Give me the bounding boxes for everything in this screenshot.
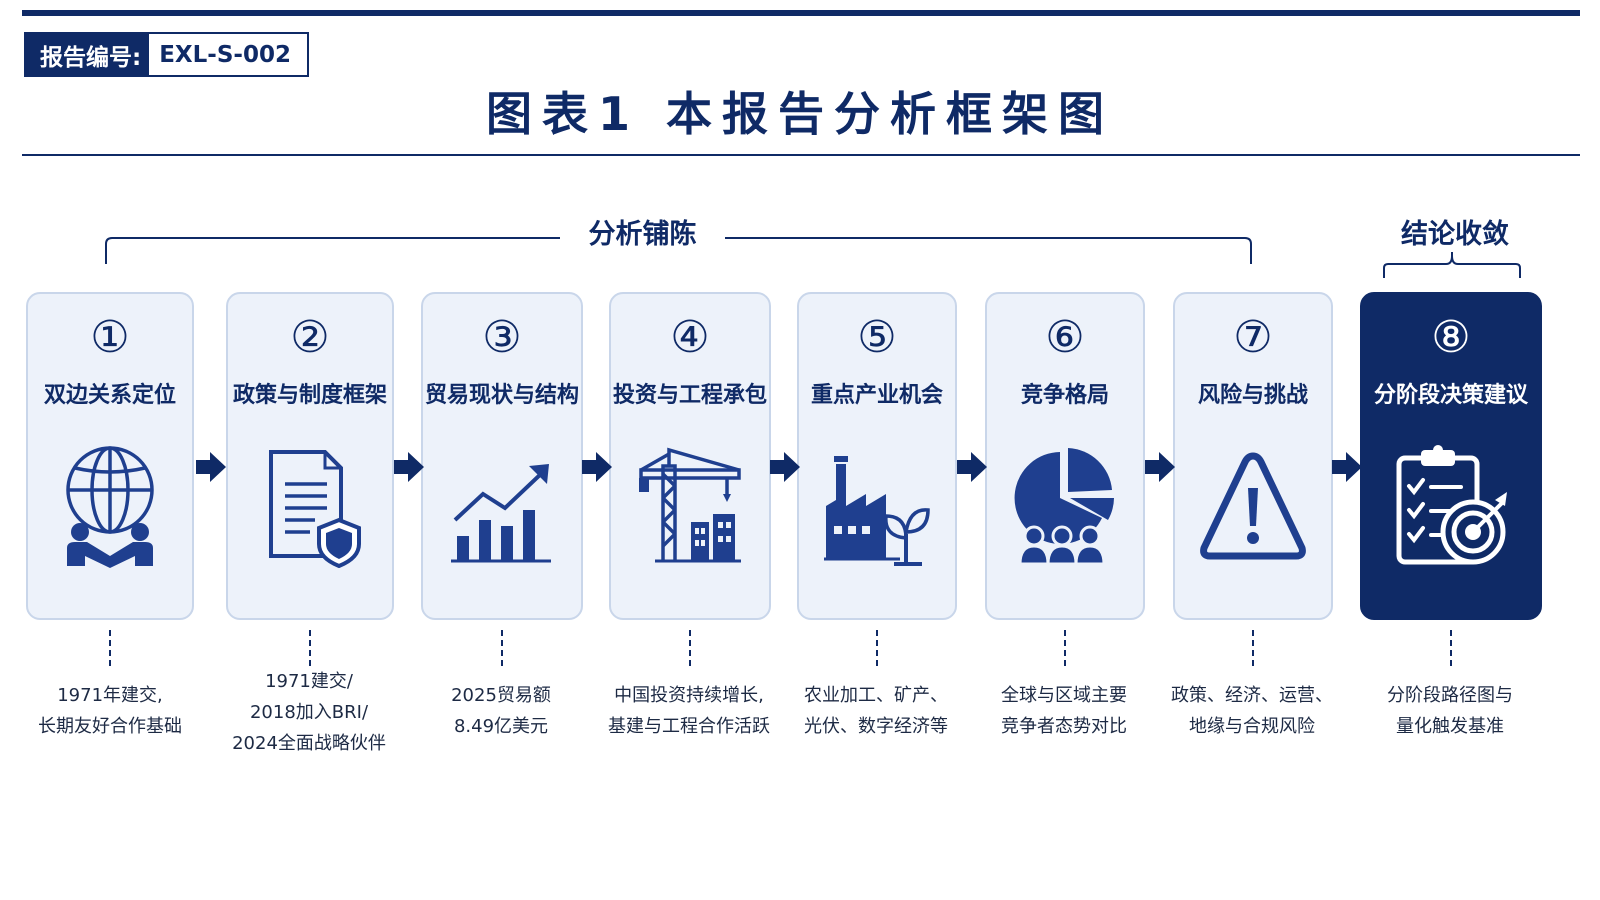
top-rule [22, 10, 1580, 16]
desc-line: 1971年建交, [57, 685, 163, 706]
step-description-3: 2025贸易额 8.49亿美元 [401, 680, 601, 742]
step-card-2: ② 政策与制度框架 [226, 292, 394, 620]
desc-line: 8.49亿美元 [453, 716, 549, 737]
step-title: 分阶段决策建议 [1373, 383, 1528, 408]
desc-line: 分阶段路径图与 [1387, 685, 1513, 706]
arrow-right-icon [1332, 452, 1362, 482]
group-label-analysis: 分析铺陈 [560, 212, 725, 251]
step-number: ④ [670, 312, 710, 363]
step-card-4: ④ 投资与工程承包 [609, 292, 771, 620]
checklist-target-icon [1396, 445, 1507, 565]
step-card-6: ⑥ 竞争格局 [985, 292, 1145, 620]
desc-line: 光伏、数字经济等 [804, 716, 948, 737]
dashed-connector [1450, 630, 1452, 666]
desc-line: 中国投资持续增长, [614, 685, 764, 706]
warning-icon [1200, 452, 1306, 560]
step-number: ③ [482, 312, 522, 363]
desc-line: 2018加入BRI/ [249, 702, 369, 723]
arrow-right-icon [394, 452, 424, 482]
factory-leaf-icon [824, 456, 930, 566]
step-card-8: ⑧ 分阶段决策建议 [1360, 292, 1542, 620]
group-label-conclusion: 结论收敛 [1401, 219, 1509, 250]
desc-line: 2025贸易额 [451, 685, 551, 706]
report-id-badge: 报告编号: EXL-S-002 [24, 32, 309, 77]
step-number: ⑧ [1431, 312, 1471, 363]
dashed-connector [876, 630, 878, 666]
document-shield-icon [269, 450, 361, 568]
step-number: ⑥ [1045, 312, 1085, 363]
step-title: 政策与制度框架 [232, 383, 387, 408]
step-description-7: 政策、经济、运营、 地缘与合规风险 [1152, 680, 1352, 742]
desc-line: 1971建交/ [265, 671, 353, 692]
crane-building-icon [639, 447, 741, 563]
conclusion-bracket [1383, 252, 1521, 278]
step-card-7: ⑦ 风险与挑战 [1173, 292, 1333, 620]
step-title: 贸易现状与结构 [424, 383, 579, 408]
arrow-right-icon [196, 452, 226, 482]
step-title: 竞争格局 [1020, 383, 1109, 408]
desc-line: 全球与区域主要 [1001, 685, 1127, 706]
step-number: ① [90, 312, 130, 363]
step-card-1: ① 双边关系定位 [26, 292, 194, 620]
step-title: 双边关系定位 [43, 383, 176, 408]
desc-line: 2024全面战略伙伴 [232, 733, 386, 754]
arrow-right-icon [770, 452, 800, 482]
dashed-connector [1064, 630, 1066, 666]
step-description-4: 中国投资持续增长, 基建与工程合作活跃 [589, 680, 789, 742]
step-title: 风险与挑战 [1197, 383, 1308, 408]
pie-chart-people-icon [1014, 448, 1114, 566]
title-rule [22, 154, 1580, 156]
step-description-5: 农业加工、矿产、 光伏、数字经济等 [776, 680, 976, 742]
dashed-connector [501, 630, 503, 666]
step-card-5: ⑤ 重点产业机会 [797, 292, 957, 620]
arrow-right-icon [1145, 452, 1175, 482]
report-id-value: EXL-S-002 [149, 34, 307, 75]
dashed-connector [109, 630, 111, 666]
dashed-connector [1252, 630, 1254, 666]
desc-line: 农业加工、矿产、 [804, 685, 948, 706]
step-number: ② [290, 312, 330, 363]
globe-handshake-icon [66, 446, 154, 568]
desc-line: 地缘与合规风险 [1189, 716, 1315, 737]
dashed-connector [689, 630, 691, 666]
step-number: ⑤ [857, 312, 897, 363]
step-card-3: ③ 贸易现状与结构 [421, 292, 583, 620]
step-title: 重点产业机会 [810, 383, 943, 408]
step-description-8: 分阶段路径图与 量化触发基准 [1350, 680, 1550, 742]
step-description-2: 1971建交/ 2018加入BRI/ 2024全面战略伙伴 [209, 666, 409, 759]
desc-line: 竞争者态势对比 [1001, 716, 1127, 737]
arrow-right-icon [582, 452, 612, 482]
step-description-1: 1971年建交, 长期友好合作基础 [10, 680, 210, 742]
bar-chart-trend-icon [451, 464, 551, 563]
desc-line: 基建与工程合作活跃 [608, 716, 770, 737]
step-description-6: 全球与区域主要 竞争者态势对比 [964, 680, 1164, 742]
page-title: 图表1 本报告分析框架图 [485, 87, 1115, 141]
desc-line: 政策、经济、运营、 [1171, 685, 1333, 706]
step-title: 投资与工程承包 [612, 383, 767, 408]
report-id-label: 报告编号: [26, 34, 150, 75]
step-number: ⑦ [1233, 312, 1273, 363]
dashed-connector [309, 630, 311, 666]
arrow-right-icon [957, 452, 987, 482]
desc-line: 长期友好合作基础 [38, 716, 182, 737]
desc-line: 量化触发基准 [1396, 716, 1504, 737]
